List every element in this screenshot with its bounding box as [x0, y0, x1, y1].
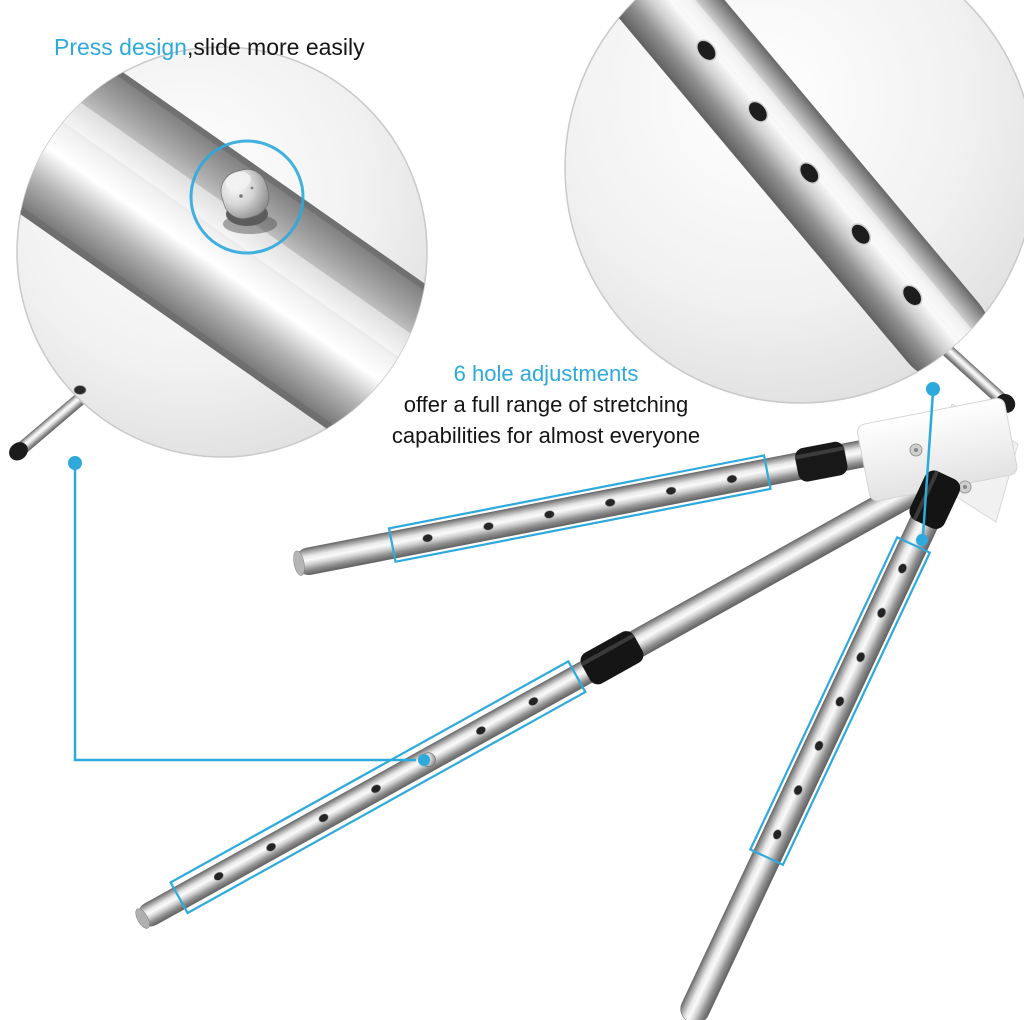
hole-range-outline [748, 535, 932, 867]
magnifier-press-button [16, 46, 428, 458]
press-design-highlight: Press design [54, 34, 187, 60]
adjustment-hole [877, 607, 887, 618]
hole-range-outline [387, 454, 772, 564]
middle-tube [135, 458, 960, 929]
adjustment-hole [544, 510, 555, 519]
adjustment-hole [370, 784, 382, 794]
adjustment-hole [213, 871, 224, 881]
tube-end-cap [135, 908, 150, 929]
adjustment-hole [266, 842, 277, 852]
callout-dot [418, 754, 430, 766]
adjustment-hole [897, 563, 907, 574]
locking-collar [580, 631, 644, 685]
adjustment-hole [901, 284, 923, 307]
adjustment-hole [814, 740, 824, 751]
magnified-tube [17, 47, 427, 457]
adjustment-hole [747, 100, 769, 123]
hole-adjustments-line1: offer a full range of stretching [403, 392, 689, 417]
upper-tube [293, 438, 886, 576]
hole-range-outline [169, 659, 587, 915]
locking-collar [909, 470, 961, 529]
adjustment-hole [665, 486, 677, 496]
adjustment-hole [856, 652, 866, 663]
adjustment-hole [850, 223, 872, 246]
adjustment-hole [772, 829, 782, 840]
adjustment-hole [835, 696, 845, 707]
magnified-tube [590, 0, 992, 380]
callout-press-button [68, 456, 430, 766]
press-design-caption: Press design,slide more easily [54, 34, 365, 62]
adjustment-hole [73, 385, 87, 395]
adjustment-hole [422, 534, 433, 543]
adjustment-hole [528, 697, 539, 706]
rod-end-cap [9, 442, 28, 461]
press-design-rest: ,slide more easily [186, 34, 365, 60]
callout-dot [926, 382, 940, 396]
press-button [220, 168, 277, 234]
callout-dot [68, 456, 82, 470]
adjustment-hole [604, 498, 616, 507]
right-tube [680, 470, 961, 1020]
callout-dot [916, 534, 928, 546]
adjustment-hole [318, 813, 329, 823]
adjustment-hole [483, 522, 494, 531]
magnifier-holes [564, 0, 1024, 404]
adjustment-hole [726, 474, 738, 484]
adjustment-hole [696, 39, 717, 62]
hole-adjustments-title: 6 hole adjustments [453, 361, 639, 386]
adjustment-hole [793, 785, 803, 796]
callout-holes [916, 382, 940, 546]
press-button-highlight-ring [189, 139, 305, 255]
adjustment-hole [798, 162, 820, 184]
hole-adjustments-caption: 6 hole adjustments offer a full range of… [336, 358, 756, 451]
adjustment-hole [475, 726, 486, 735]
locking-collar [795, 441, 848, 482]
hole-adjustments-line2: capabilities for almost everyone [391, 423, 701, 448]
tube-end-cap [293, 550, 305, 576]
